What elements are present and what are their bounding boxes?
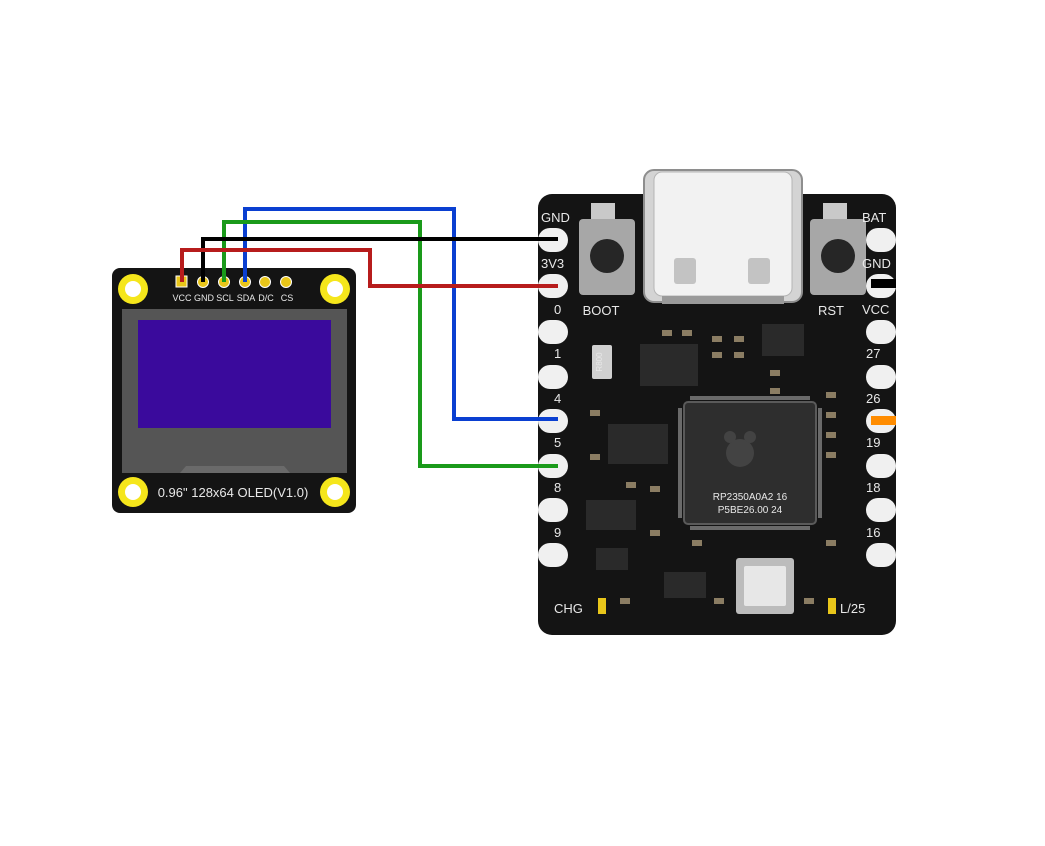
ic-small <box>586 500 636 530</box>
mcu-pin-label: GND <box>862 256 891 271</box>
mcu-pin-label: 9 <box>554 525 561 540</box>
wire-gnd-to-gnd <box>201 237 558 282</box>
wire-sda-to-4 <box>243 207 558 421</box>
oled-pin-label: SCL <box>216 293 234 303</box>
wire-vcc-to-3v3 <box>180 248 558 288</box>
oled-pin-cs <box>280 276 292 288</box>
mcu-pin-label: 8 <box>554 480 561 495</box>
gnd-wire-stub <box>871 279 896 288</box>
mcu-pin-label: L/25 <box>840 601 865 616</box>
mcu-pin-label: GND <box>541 210 570 225</box>
mcu-pin-label: CHG <box>554 601 583 616</box>
rp2350-chip <box>683 401 817 525</box>
user-led <box>828 598 836 614</box>
resistor <box>592 345 612 379</box>
mcu-pin-label: VCC <box>862 302 889 317</box>
chip-text-line: RP2350A0A2 16 <box>713 492 788 503</box>
oled-screen <box>138 320 331 428</box>
mcu-pin-label: 19 <box>866 435 880 450</box>
mcu-pin-label: 0 <box>554 302 561 317</box>
oled-pin-label: GND <box>194 293 215 303</box>
mcu-pin-label: 3V3 <box>541 256 564 271</box>
mcu-pin-label: 27 <box>866 346 880 361</box>
orange-wire-stub <box>871 416 896 425</box>
right-pads <box>866 228 896 567</box>
mcu-pin-label: 4 <box>554 391 561 406</box>
mcu-pin-label: BAT <box>862 210 886 225</box>
resistor-label: R800 <box>595 352 604 372</box>
mcu-pin-label: 18 <box>866 480 880 495</box>
mcu-pin-label: 5 <box>554 435 561 450</box>
wires <box>180 207 558 468</box>
wire-scl-to-5 <box>222 220 558 468</box>
passive-components <box>590 330 836 604</box>
oled-model-label: 0.96" 128x64 OLED(V1.0) <box>158 485 309 500</box>
mcu-board: BOOT RST RP2350A0A2 16 P5BE26.00 24 R800 <box>538 169 904 640</box>
oled-flex-cable <box>180 466 290 473</box>
mcu-pin-label: 26 <box>866 391 880 406</box>
mcu-pin-label: 1 <box>554 346 561 361</box>
oled-pin-dc <box>259 276 271 288</box>
mcu-pin-label: 16 <box>866 525 880 540</box>
oled-pin-label: VCC <box>172 293 192 303</box>
ic-small <box>608 424 668 464</box>
ic-small <box>762 324 804 356</box>
oled-pin-label: D/C <box>258 293 274 303</box>
oled-pin-label: CS <box>281 293 294 303</box>
chg-led <box>598 598 606 614</box>
oled-pin-label: SDA <box>237 293 256 303</box>
boot-label: BOOT <box>583 303 620 318</box>
chip-text-line: P5BE26.00 24 <box>718 505 783 516</box>
rst-label: RST <box>818 303 844 318</box>
ic-small <box>640 344 698 386</box>
oled-module: VCC GND SCL SDA D/C CS 0.96" 128x64 OLED… <box>112 268 356 513</box>
raspberry-logo-icon <box>724 431 756 467</box>
